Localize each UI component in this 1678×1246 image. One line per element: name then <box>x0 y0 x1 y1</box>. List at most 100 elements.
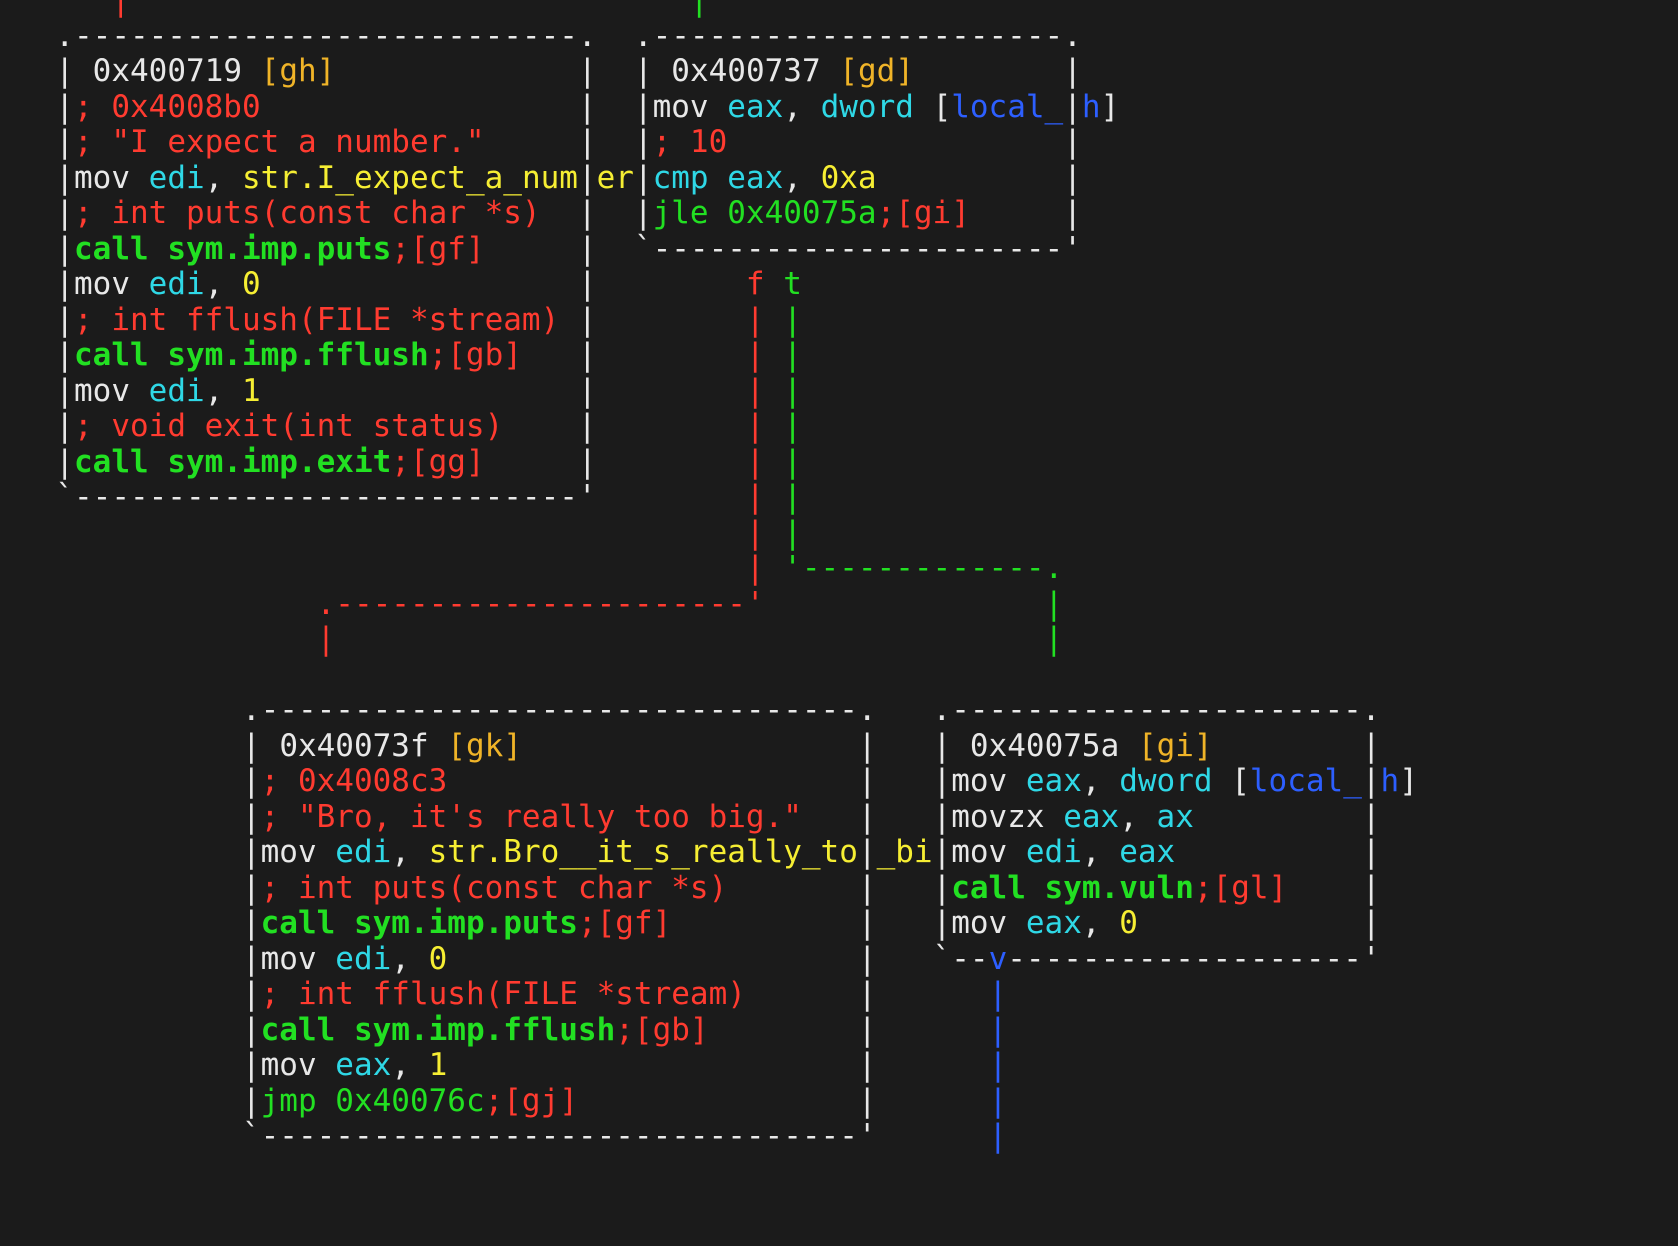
whitespace <box>802 302 1455 338</box>
terminal-line: |mov edi, 0 | `--v-------------------' <box>18 940 1455 978</box>
edge-false: | <box>745 514 765 551</box>
gk-line-8: , <box>391 1047 429 1083</box>
whitespace <box>1082 124 1455 160</box>
whitespace <box>802 266 1455 302</box>
gh-line-2: str.I_expect_a_num <box>241 159 578 196</box>
gd-line-2: 0xa <box>820 159 877 196</box>
terminal-line: |; "Bro, it's really too big." | |movzx … <box>18 798 1455 836</box>
block-gk: | <box>857 834 877 870</box>
whitespace <box>1082 231 1455 267</box>
gk-line-8: eax <box>335 1047 392 1083</box>
block-gi: | <box>1361 869 1381 906</box>
block-gd: | <box>633 195 653 231</box>
whitespace <box>1287 870 1362 906</box>
whitespace <box>503 408 578 444</box>
edge-true: | <box>783 408 802 444</box>
edge-false-label: f <box>745 266 765 302</box>
block-gh: | <box>577 337 597 373</box>
whitespace <box>765 337 784 373</box>
block-gk: | <box>241 976 261 1012</box>
gi-line-0: mov <box>951 763 1026 799</box>
terminal-line: `--------------------------------' | <box>18 1117 1455 1155</box>
block-gi: `-- <box>932 940 989 977</box>
block-gk: .--------------------------------. <box>241 692 877 728</box>
edge-true: | <box>783 479 802 515</box>
whitespace <box>18 657 1455 693</box>
whitespace <box>877 870 933 906</box>
whitespace <box>18 53 55 89</box>
gh-line-5: , <box>204 266 242 302</box>
edge-false: .----------------------' <box>316 585 765 622</box>
whitespace <box>18 408 55 444</box>
gk-line-1: ; "Bro, it's really too big." <box>260 798 802 835</box>
terminal-line: |call sym.imp.puts;[gf] | |mov eax, 0 | <box>18 904 1455 942</box>
terminal-line: |call sym.imp.fflush;[gb] | | | <box>18 336 1455 374</box>
gk-line-0: ; 0x4008c3 <box>260 763 448 799</box>
whitespace <box>1082 195 1455 231</box>
whitespace <box>18 124 55 160</box>
whitespace <box>18 160 55 196</box>
gh-line-5: edi <box>148 266 205 302</box>
whitespace <box>18 586 317 622</box>
block-gd: | <box>1063 195 1082 231</box>
whitespace <box>1007 1047 1455 1083</box>
whitespace <box>1213 728 1362 764</box>
whitespace <box>1381 941 1456 977</box>
terminal-line: |mov edi, str.Bro__it_s_really_to|_bi|mo… <box>18 833 1455 871</box>
block-gh: | <box>55 443 74 480</box>
whitespace <box>18 1047 242 1083</box>
edge-out-arrow: v <box>988 940 1008 977</box>
whitespace <box>877 1012 989 1048</box>
block-gh: | <box>577 301 597 338</box>
edge-out: | <box>988 1011 1008 1048</box>
whitespace <box>765 302 784 338</box>
whitespace <box>597 266 746 302</box>
gh-line-8: , <box>204 372 242 409</box>
whitespace <box>1082 160 1455 196</box>
block-gh: | <box>577 443 597 480</box>
gd-line-0: [ <box>932 88 952 125</box>
whitespace <box>1381 870 1456 906</box>
block-gk: | <box>241 727 261 764</box>
terminal-line: | 0x400719 [gh] | | 0x400737 [gd] | <box>18 52 1455 90</box>
edge-false: | <box>745 479 765 515</box>
whitespace <box>18 799 242 835</box>
terminal-line: |mov edi, 1 | | | <box>18 372 1455 410</box>
whitespace <box>447 1047 858 1083</box>
block-gh: | <box>55 88 74 125</box>
whitespace <box>746 976 858 1012</box>
block-gd: | <box>1063 88 1082 125</box>
whitespace <box>18 941 242 977</box>
terminal-line: |mov edi, str.I_expect_a_num|er|cmp eax,… <box>18 159 1455 197</box>
block-gk: | <box>857 1082 877 1119</box>
block-gd: .----------------------. <box>633 17 1082 54</box>
whitespace <box>597 53 634 89</box>
gi-line-0: , <box>1081 763 1120 799</box>
whitespace <box>18 479 55 515</box>
gk-line-8: 1 <box>428 1047 448 1083</box>
gk-line-9: jmp 0x40076c <box>260 1082 485 1119</box>
block-gk: | <box>857 727 877 764</box>
block-gk: `--------------------------------' <box>241 1118 877 1154</box>
block-gi: | <box>1361 727 1381 764</box>
whitespace <box>18 834 242 870</box>
block-gi: | <box>1361 798 1381 835</box>
block-gi: -------------------' <box>1007 940 1381 977</box>
whitespace <box>18 1083 242 1119</box>
block-gk: | <box>241 1011 261 1048</box>
gh-line-6: ; int fflush(FILE *stream) <box>74 301 560 338</box>
block-gk: | <box>857 940 877 977</box>
whitespace <box>597 89 634 125</box>
block-gi: | <box>932 727 952 764</box>
block-gd: | <box>633 88 653 125</box>
whitespace <box>1007 1118 1455 1154</box>
whitespace <box>18 763 242 799</box>
block-gk: | <box>857 905 877 941</box>
whitespace <box>261 728 280 764</box>
block-gd: | <box>1063 159 1082 196</box>
gh-line-7: ;[gb] <box>428 337 522 373</box>
gi-line-1: , <box>1119 798 1157 835</box>
block-gk: | <box>241 1082 261 1119</box>
block-gh: | <box>55 408 74 444</box>
